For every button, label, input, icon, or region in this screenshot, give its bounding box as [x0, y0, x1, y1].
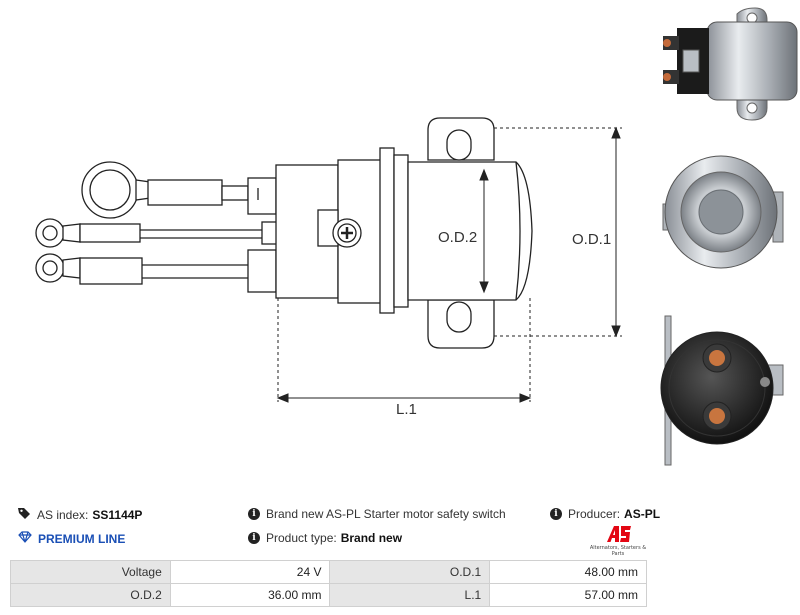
producer-value: AS-PL: [624, 507, 661, 521]
info-icon: i: [550, 508, 562, 520]
table-row: O.D.2 36.00 mm L.1 57.00 mm: [10, 583, 647, 607]
as-index-row: AS index: SS1144P: [18, 507, 142, 522]
spec-key: Voltage: [10, 560, 171, 584]
spec-key: L.1: [329, 583, 491, 607]
product-type-label: Product type:: [266, 531, 337, 545]
spec-key: O.D.1: [329, 560, 491, 584]
od1-dimension-label: O.D.1: [572, 231, 611, 248]
description-row: i Brand new AS-PL Starter motor safety s…: [248, 507, 506, 521]
premium-line-label: PREMIUM LINE: [38, 531, 126, 546]
spec-value: 36.00 mm: [169, 583, 331, 607]
as-index-value: SS1144P: [92, 507, 143, 522]
info-icon: i: [248, 532, 260, 544]
as-index-label: AS index:: [37, 507, 89, 522]
od2-dimension-label: O.D.2: [438, 229, 477, 246]
l1-dimension-label: L.1: [396, 401, 417, 418]
technical-drawing: O.D.2 O.D.1 L.1: [35, 117, 622, 418]
producer-row: i Producer: AS-PL: [550, 507, 660, 521]
spec-value: 24 V: [169, 560, 331, 584]
product-description: Brand new AS-PL Starter motor safety swi…: [266, 507, 506, 521]
as-logo-mark: [607, 526, 631, 542]
premium-line-row: PREMIUM LINE: [18, 531, 125, 546]
producer-label: Producer:: [568, 507, 621, 521]
spec-key: O.D.2: [10, 583, 171, 607]
logo-tagline: Alternators, Starters & Parts: [589, 545, 647, 557]
product-photos: [660, 7, 798, 466]
specs-table: Voltage 24 V O.D.1 48.00 mm O.D.2 36.00 …: [10, 560, 647, 607]
photo-back-view: [662, 155, 784, 269]
diamond-icon: [18, 531, 32, 546]
spec-value: 57.00 mm: [489, 583, 647, 607]
spec-value: 48.00 mm: [489, 560, 647, 584]
product-type-value: Brand new: [340, 531, 403, 545]
product-type-row: i Product type: Brand new: [248, 531, 402, 545]
info-icon: i: [248, 508, 260, 520]
tag-icon: [18, 507, 31, 522]
photo-side-view: [663, 7, 798, 121]
photo-terminal-view: [660, 315, 784, 466]
table-row: Voltage 24 V O.D.1 48.00 mm: [10, 560, 647, 584]
as-pl-logo: Alternators, Starters & Parts: [585, 525, 651, 557]
